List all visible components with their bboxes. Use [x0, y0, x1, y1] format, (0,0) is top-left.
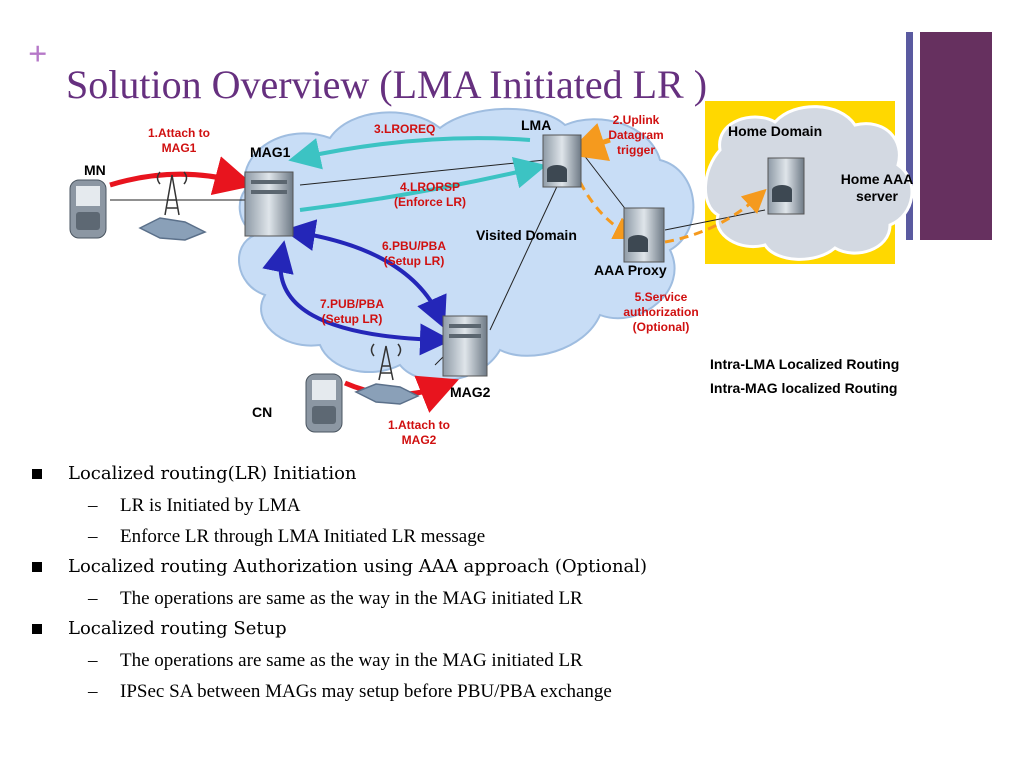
sub-bullet-text: The operations are same as the way in th…: [120, 650, 583, 671]
sub-bullet-item: – The operations are same as the way in t…: [30, 646, 990, 677]
bullet-item: Localized routing Setup: [30, 615, 990, 646]
step-uplink-trigger: 2.Uplink Datagram trigger: [608, 113, 664, 157]
sub-bullet-text: LR is Initiated by LMA: [120, 495, 301, 516]
sub-bullet-item: – Enforce LR through LMA Initiated LR mes…: [30, 522, 990, 553]
bullet-item: Localized routing(LR) Initiation: [30, 460, 990, 491]
aaa-proxy-label: AAA Proxy: [594, 262, 667, 278]
mag1-label: MAG1: [250, 144, 291, 160]
dash-icon: –: [88, 650, 98, 671]
sub-bullet-text: The operations are same as the way in th…: [120, 588, 583, 609]
bullet-list: Localized routing(LR) Initiation – LR is …: [30, 460, 990, 708]
step-lroreq: 3.LROREQ: [374, 122, 436, 136]
step-service-authorization: 5.Service authorization (Optional): [623, 290, 699, 334]
slide-title: Solution Overview (LMA Initiated LR ): [66, 62, 708, 107]
step-attach-mag2: 1.Attach to MAG2: [387, 418, 450, 447]
step-lrorsp: 4.LRORSP (Enforce LR): [394, 180, 466, 209]
plus-mark: +: [28, 36, 48, 73]
step-pbu-6: 6.PBU/PBA (Setup LR): [381, 239, 446, 268]
note-intra-lma: Intra-LMA Localized Routing: [710, 356, 900, 372]
lma-label: LMA: [521, 117, 552, 133]
sub-bullet-item: – LR is Initiated by LMA: [30, 491, 990, 522]
dash-icon: –: [88, 495, 98, 516]
sub-bullet-text: IPSec SA between MAGs may setup before P…: [120, 681, 612, 702]
bullet-text: Localized routing Authorization using AA…: [68, 556, 648, 577]
network-diagram: [69, 105, 914, 433]
note-intra-mag: Intra-MAG localized Routing: [710, 380, 898, 396]
cn-phone-icon: [305, 373, 343, 433]
mn-phone-icon: [69, 179, 107, 239]
step-attach-mag1: 1.Attach to MAG1: [147, 126, 210, 155]
aaa-proxy-server-icon: [623, 207, 665, 263]
visited-domain-label: Visited Domain: [476, 227, 577, 243]
step-pbu-7: 7.PUB/PBA (Setup LR): [319, 297, 384, 326]
mag2-label: MAG2: [450, 384, 491, 400]
bullet-square-icon: [32, 562, 42, 572]
dash-icon: –: [88, 526, 98, 547]
cell-tower-icon-1: [138, 171, 207, 241]
dash-icon: –: [88, 588, 98, 609]
sub-bullet-item: – IPSec SA between MAGs may setup before …: [30, 677, 990, 708]
sub-bullet-item: – The operations are same as the way in t…: [30, 584, 990, 615]
bullet-text: Localized routing Setup: [68, 618, 287, 639]
cn-label: CN: [252, 404, 273, 420]
lma-server-icon: [542, 134, 582, 188]
mn-label: MN: [84, 162, 106, 178]
mag1-server-icon: [244, 171, 294, 237]
home-domain-cloud: [704, 105, 914, 261]
mag2-server-icon: [442, 315, 488, 377]
bullet-text: Localized routing(LR) Initiation: [68, 463, 357, 484]
decor-bar-thin: [906, 32, 913, 240]
bullet-square-icon: [32, 624, 42, 634]
dash-icon: –: [88, 681, 98, 702]
home-aaa-server-icon: [767, 157, 805, 215]
home-domain-label: Home Domain: [728, 123, 823, 139]
bullet-square-icon: [32, 469, 42, 479]
bullet-item: Localized routing Authorization using AA…: [30, 553, 990, 584]
decor-bar-thick: [920, 32, 992, 240]
home-aaa-label: Home AAA server: [840, 171, 914, 204]
sub-bullet-text: Enforce LR through LMA Initiated LR mess…: [120, 526, 486, 547]
cell-tower-icon-2: [354, 343, 420, 405]
